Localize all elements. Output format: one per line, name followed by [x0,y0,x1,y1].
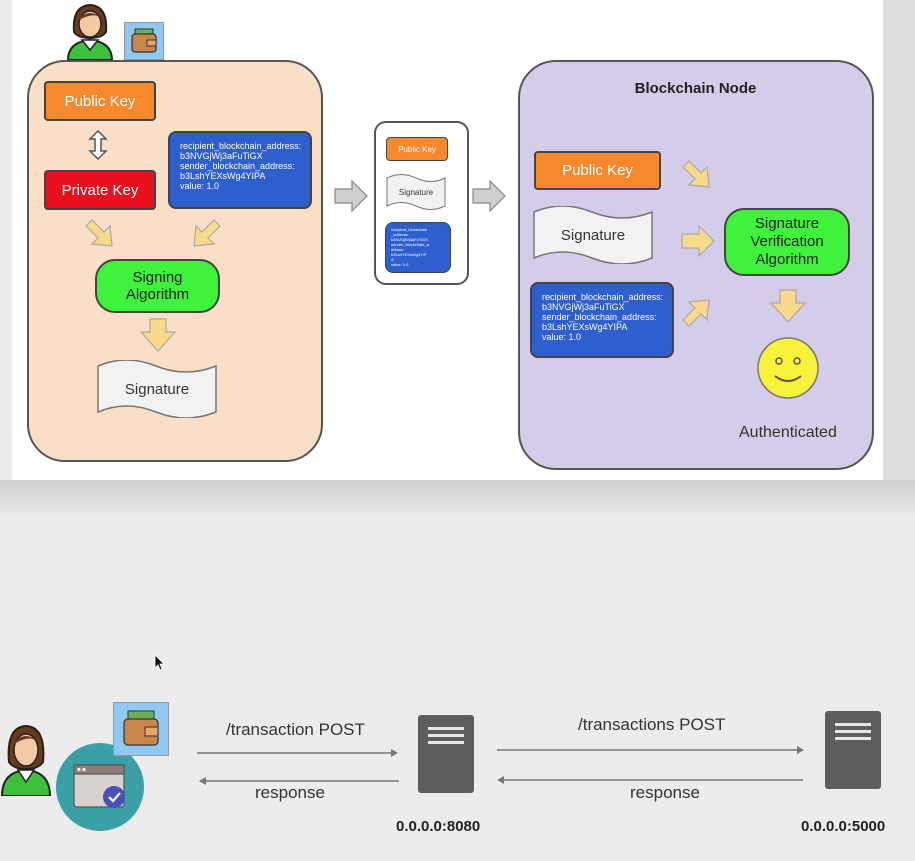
arrow-down-icon [140,318,176,352]
arrow-down-left-icon [190,218,222,250]
request-arrow-2 [497,742,805,760]
response-label-2: response [630,783,700,802]
smiley-face-icon [756,336,820,405]
arrow-right-icon [472,180,506,212]
middle-transaction-data: recipient_blockchain _address: b3NVGjWj3… [385,222,451,273]
server-address-2: 0.0.0.0:5000 [801,818,886,835]
request-label-1: /transaction POST [226,720,365,739]
sender-public-key: Public Key [44,81,156,121]
arrow-down-icon [770,289,806,323]
server-icon [824,710,882,795]
arrow-right-icon [681,225,715,257]
middle-signature: Signature [386,174,446,210]
node-public-key: Public Key [534,151,661,190]
mouse-cursor-icon [154,654,166,677]
request-arrow-1 [197,745,399,763]
authenticated-label: Authenticated [739,424,837,441]
arrow-down-right-icon [681,159,713,191]
double-arrow-icon [88,129,108,165]
response-arrow-1 [199,773,399,791]
response-label-1: response [255,783,325,802]
middle-public-key: Public Key [386,137,448,161]
signing-algorithm: Signing Algorithm [95,259,220,313]
node-transaction-data: recipient_blockchain_address: b3NVGjWj3a… [530,282,674,358]
request-label-2: /transactions POST [578,715,726,734]
arrow-right-icon [334,180,368,212]
response-arrow-2 [497,772,805,790]
slide-shadow [0,480,915,520]
node-signature: Signature [532,206,654,264]
wallet-icon [113,702,169,756]
user-avatar-icon [64,2,116,65]
sender-signature: Signature [96,360,218,418]
right-strip [883,0,915,480]
arrow-up-right-icon [681,296,713,328]
server-address-1: 0.0.0.0:8080 [396,818,481,835]
signature-verification-algorithm: Signature Verification Algorithm [724,208,850,276]
user-avatar-icon [0,722,52,801]
wallet-icon [124,22,164,60]
node-title: Blockchain Node [634,80,757,97]
sender-private-key: Private Key [44,170,156,210]
arrow-down-right-icon [84,218,116,250]
sender-transaction-data: recipient_blockchain_address: b3NVGjWj3a… [168,131,312,209]
browser-verified-icon [56,743,144,831]
server-icon [417,714,475,799]
